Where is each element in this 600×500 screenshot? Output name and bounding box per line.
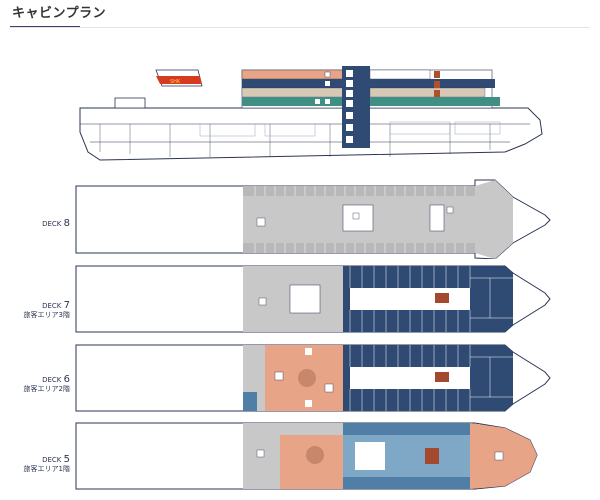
deck-6-subtitle: 旅客エリア2階 — [23, 385, 70, 393]
ship-side-view: SHK — [79, 66, 543, 161]
funnel-logo-text: SHK — [170, 79, 181, 85]
deck-8-plan — [75, 179, 551, 259]
deck-8-name: DECK — [42, 220, 62, 228]
deck-5-subtitle: 旅客エリア1階 — [23, 465, 70, 473]
deck-5-number: 5 — [63, 454, 70, 465]
deck-6-name: DECK — [42, 376, 62, 384]
deck-5-label: DECK 5 旅客エリア1階 — [24, 455, 70, 474]
page-title: キャビンプラン — [12, 6, 107, 21]
deck-6-number: 6 — [63, 374, 70, 385]
deck-8-label: DECK 8 — [42, 219, 70, 229]
deck-7-subtitle: 旅客エリア3階 — [23, 311, 70, 319]
deck-7-plan — [75, 265, 551, 333]
deck-5-name: DECK — [42, 456, 62, 464]
deck-6-plan — [75, 344, 551, 412]
deck-7-label: DECK 7 旅客エリア3階 — [24, 301, 70, 320]
deck-8-number: 8 — [63, 218, 70, 229]
deck-7-name: DECK — [42, 302, 62, 310]
divider — [10, 27, 590, 28]
deck-7-number: 7 — [63, 300, 70, 311]
deck-5-plan — [75, 422, 538, 490]
deck-6-label: DECK 6 旅客エリア2階 — [24, 375, 70, 394]
